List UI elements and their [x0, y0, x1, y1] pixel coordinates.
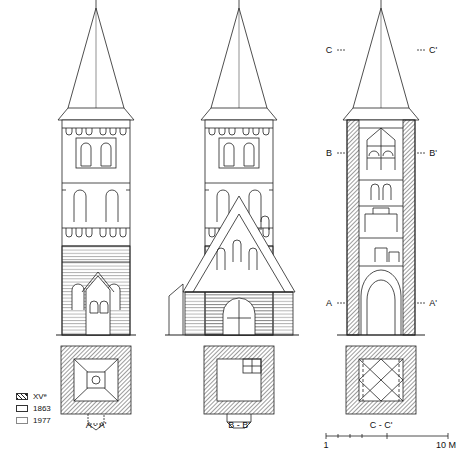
- section-marker: B': [429, 148, 437, 158]
- legend-swatch: [16, 417, 28, 424]
- legend-text: 1863: [33, 404, 51, 414]
- legend-swatch: [16, 405, 28, 412]
- legend-swatch: [16, 393, 28, 400]
- section-marker: B: [326, 148, 332, 158]
- plan-label: B - B': [228, 420, 250, 430]
- section-marker: C': [429, 45, 437, 55]
- section-marker: A: [326, 298, 332, 308]
- plan-label: C - C': [370, 420, 393, 430]
- section-marker: C: [326, 45, 333, 55]
- section-marker: A': [429, 298, 437, 308]
- scale-label: 1: [323, 440, 328, 450]
- legend-text: 1977: [33, 416, 51, 426]
- plan-label: A - A': [86, 420, 107, 430]
- legend-text: XVᵉ: [33, 392, 47, 402]
- scale-label: 10 M: [436, 440, 456, 450]
